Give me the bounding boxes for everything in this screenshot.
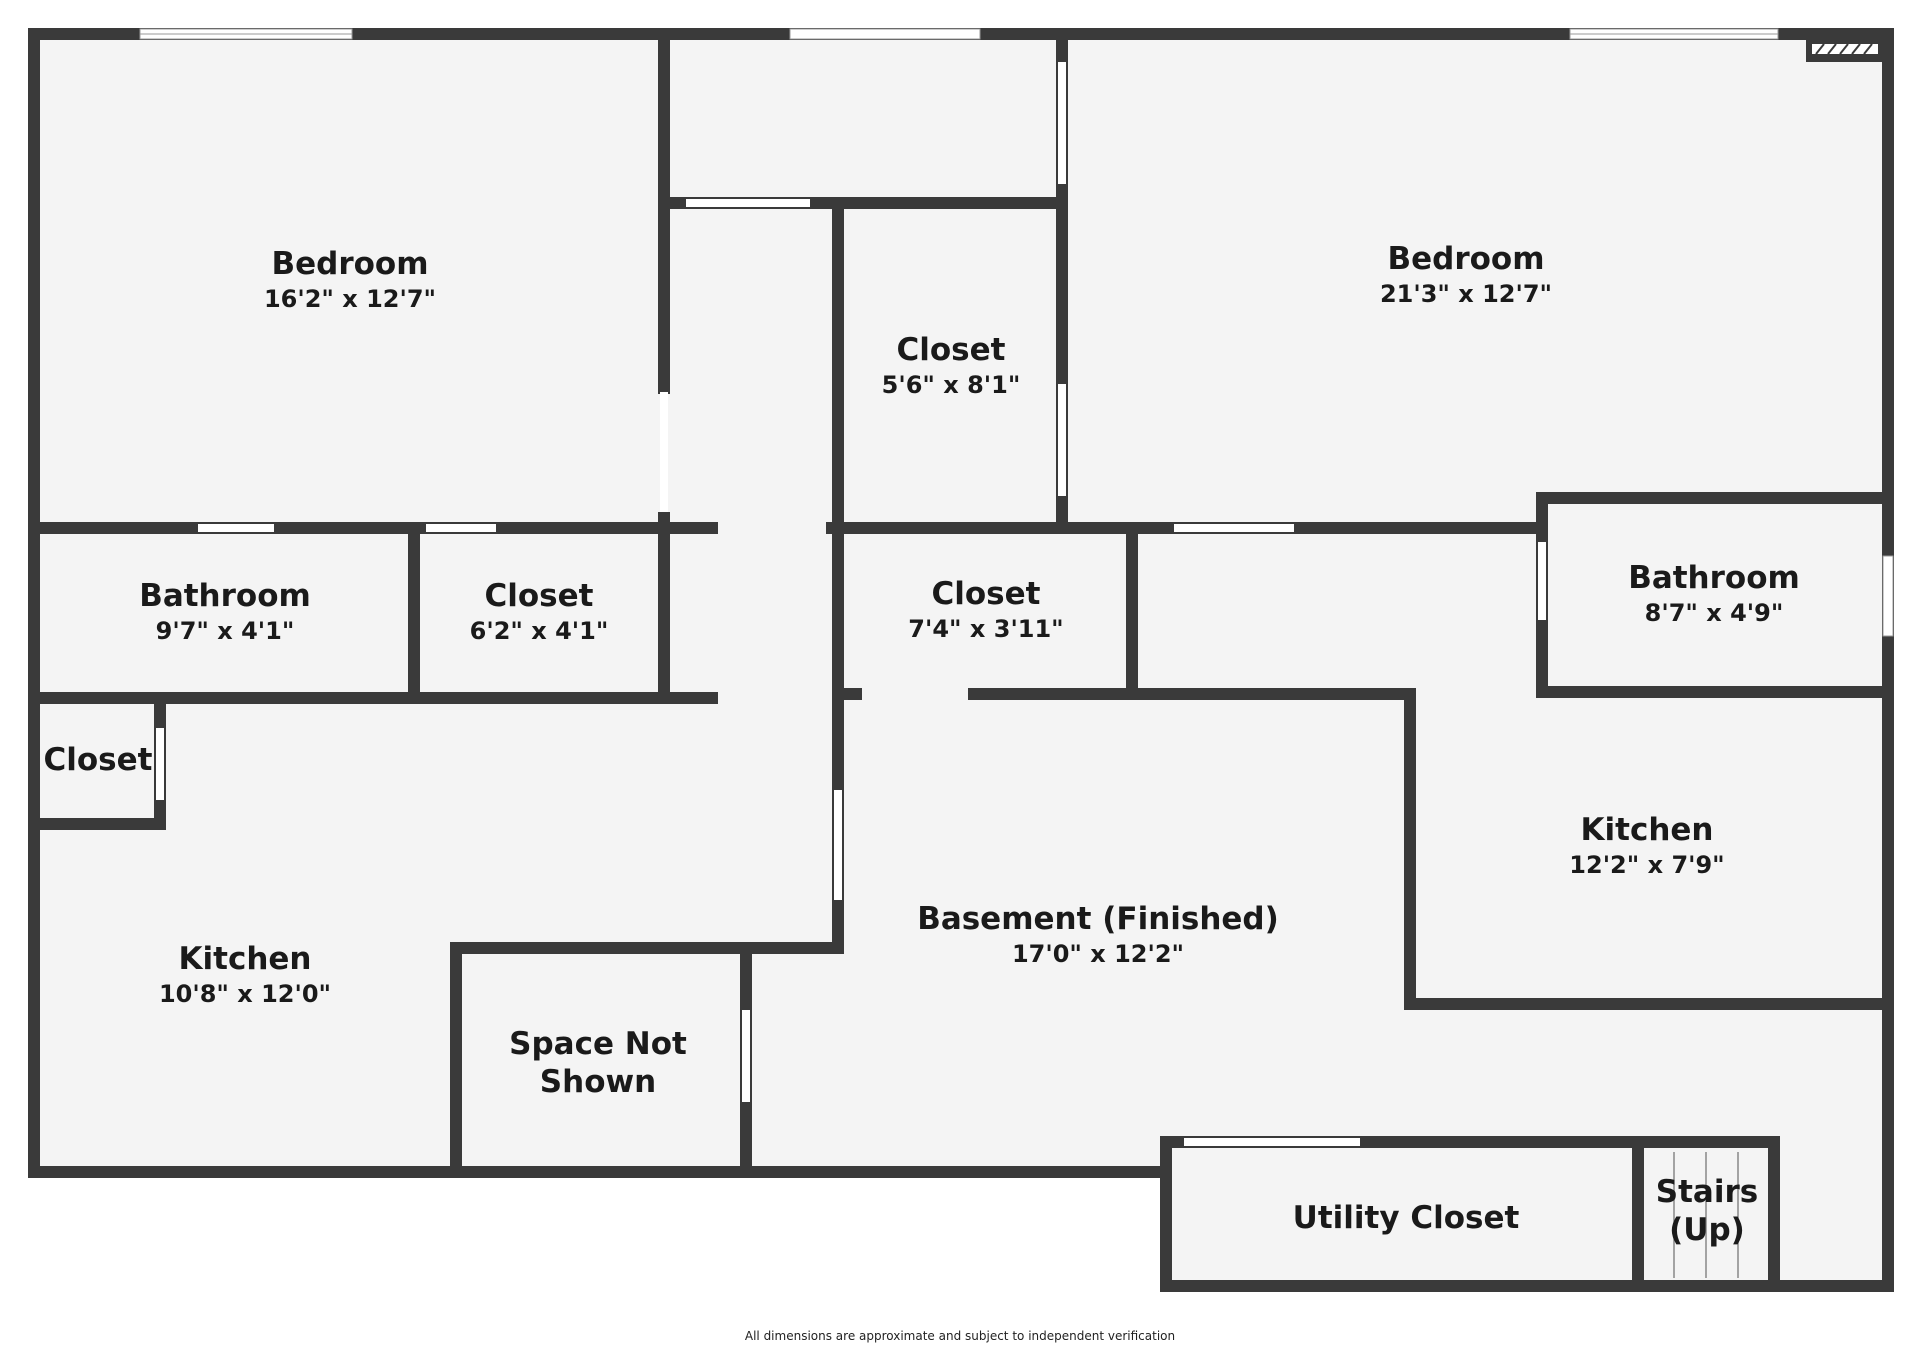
room-bathroom-right: Bathroom 8'7" x 4'9" xyxy=(1628,560,1800,627)
room-name-line-2: Shown xyxy=(540,1064,656,1100)
room-dimensions: 16'2" x 12'7" xyxy=(264,285,436,313)
room-name: Basement (Finished) xyxy=(917,901,1279,937)
room-stairs: Stairs (Up) xyxy=(1656,1174,1758,1248)
room-dimensions: 10'8" x 12'0" xyxy=(159,980,331,1008)
door-bedroom-left xyxy=(660,392,668,512)
wall-hall-right xyxy=(832,209,844,529)
room-name-line-1: Stairs xyxy=(1656,1174,1758,1210)
door-hall-lower xyxy=(834,790,842,900)
door-space-not-shown xyxy=(742,1010,750,1102)
room-kitchen-right: Kitchen 12'2" x 7'9" xyxy=(1569,812,1724,879)
room-name-line-2: (Up) xyxy=(1669,1212,1745,1248)
room-dimensions: 12'2" x 7'9" xyxy=(1569,851,1724,879)
door-utility xyxy=(1184,1138,1360,1146)
wall-center-closet-right xyxy=(1126,528,1138,690)
wall-bath-left-right xyxy=(408,528,420,698)
room-name: Closet xyxy=(897,332,1006,368)
wall-utility-left xyxy=(1160,1138,1172,1292)
room-labels: Bedroom 16'2" x 12'7" Bedroom 21'3" x 12… xyxy=(44,241,1800,1248)
room-name: Closet xyxy=(485,578,594,614)
wall-stairs-right xyxy=(1768,1136,1780,1286)
wall-outer-bottom-left xyxy=(28,1166,1172,1178)
wall-row-lower-left xyxy=(34,692,718,704)
room-dimensions: 9'7" x 4'1" xyxy=(156,617,295,645)
room-dimensions: 7'4" x 3'11" xyxy=(908,615,1063,643)
window-top-center xyxy=(789,28,981,40)
door-upper-hall xyxy=(686,199,810,207)
door-closet-top-right xyxy=(1058,384,1066,496)
floor-area xyxy=(34,34,1894,1286)
room-bedroom-left: Bedroom 16'2" x 12'7" xyxy=(264,246,436,313)
room-kitchen-left: Kitchen 10'8" x 12'0" xyxy=(159,941,331,1008)
wall-kitchen-right-left xyxy=(1404,688,1416,1010)
wall-bedroom-left-right-lower xyxy=(658,512,670,700)
room-dimensions: 6'2" x 4'1" xyxy=(470,617,609,645)
room-closet-center-top: Closet 5'6" x 8'1" xyxy=(882,332,1021,399)
wall-bath-right-top xyxy=(1536,492,1888,504)
door-bathroom-left xyxy=(198,524,274,532)
wall-bedroom-left-right xyxy=(658,34,670,394)
room-closet-left-mid: Closet 6'2" x 4'1" xyxy=(470,578,609,645)
room-bathroom-left: Bathroom 9'7" x 4'1" xyxy=(139,578,311,645)
wall-space-left xyxy=(450,942,462,1178)
wall-outer-bottom-right xyxy=(1160,1280,1894,1292)
room-closet-center-mid: Closet 7'4" x 3'11" xyxy=(908,576,1063,643)
wall-utility-right xyxy=(1632,1142,1644,1292)
room-utility-closet: Utility Closet xyxy=(1293,1200,1520,1236)
wall-basement-top xyxy=(968,688,1416,700)
room-name: Utility Closet xyxy=(1293,1200,1520,1236)
wall-bath-right-bottom xyxy=(1536,686,1888,698)
wall-kitchen-right-bottom xyxy=(1404,998,1888,1010)
room-name: Bathroom xyxy=(1628,560,1800,596)
door-closet-left-mid xyxy=(426,524,496,532)
room-name: Kitchen xyxy=(178,941,311,977)
wall-outer-right xyxy=(1882,28,1894,1292)
room-dimensions: 5'6" x 8'1" xyxy=(882,371,1021,399)
room-name: Closet xyxy=(932,576,1041,612)
wall-row-mid-left xyxy=(34,522,718,534)
wall-center-closet-left xyxy=(832,528,844,690)
room-name-line-1: Space Not xyxy=(509,1026,687,1062)
disclaimer-text: All dimensions are approximate and subje… xyxy=(745,1329,1175,1343)
room-name: Bedroom xyxy=(271,246,428,282)
room-dimensions: 21'3" x 12'7" xyxy=(1380,280,1552,308)
door-bedroom-right-bottom xyxy=(1174,524,1294,532)
room-basement: Basement (Finished) 17'0" x 12'2" xyxy=(917,901,1279,968)
window-bathroom-right xyxy=(1882,555,1894,637)
room-name: Bathroom xyxy=(139,578,311,614)
wall-kitchen-left-inner xyxy=(450,942,844,954)
room-dimensions: 8'7" x 4'9" xyxy=(1645,599,1784,627)
wall-outer-left xyxy=(28,28,40,1178)
stairs-treads xyxy=(1673,1152,1739,1278)
room-name: Closet xyxy=(44,742,153,778)
room-name: Bedroom xyxy=(1387,241,1544,277)
door-center-top-right xyxy=(1058,62,1066,184)
openings xyxy=(139,28,1894,1278)
room-name: Kitchen xyxy=(1580,812,1713,848)
wall-small-closet-bottom xyxy=(34,818,166,830)
room-closet-small: Closet xyxy=(44,742,153,778)
room-space-not-shown: Space Not Shown xyxy=(509,1026,687,1100)
room-dimensions: 17'0" x 12'2" xyxy=(1012,940,1184,968)
door-bathroom-right xyxy=(1538,542,1546,620)
door-small-closet xyxy=(156,728,164,800)
room-bedroom-right: Bedroom 21'3" x 12'7" xyxy=(1380,241,1552,308)
